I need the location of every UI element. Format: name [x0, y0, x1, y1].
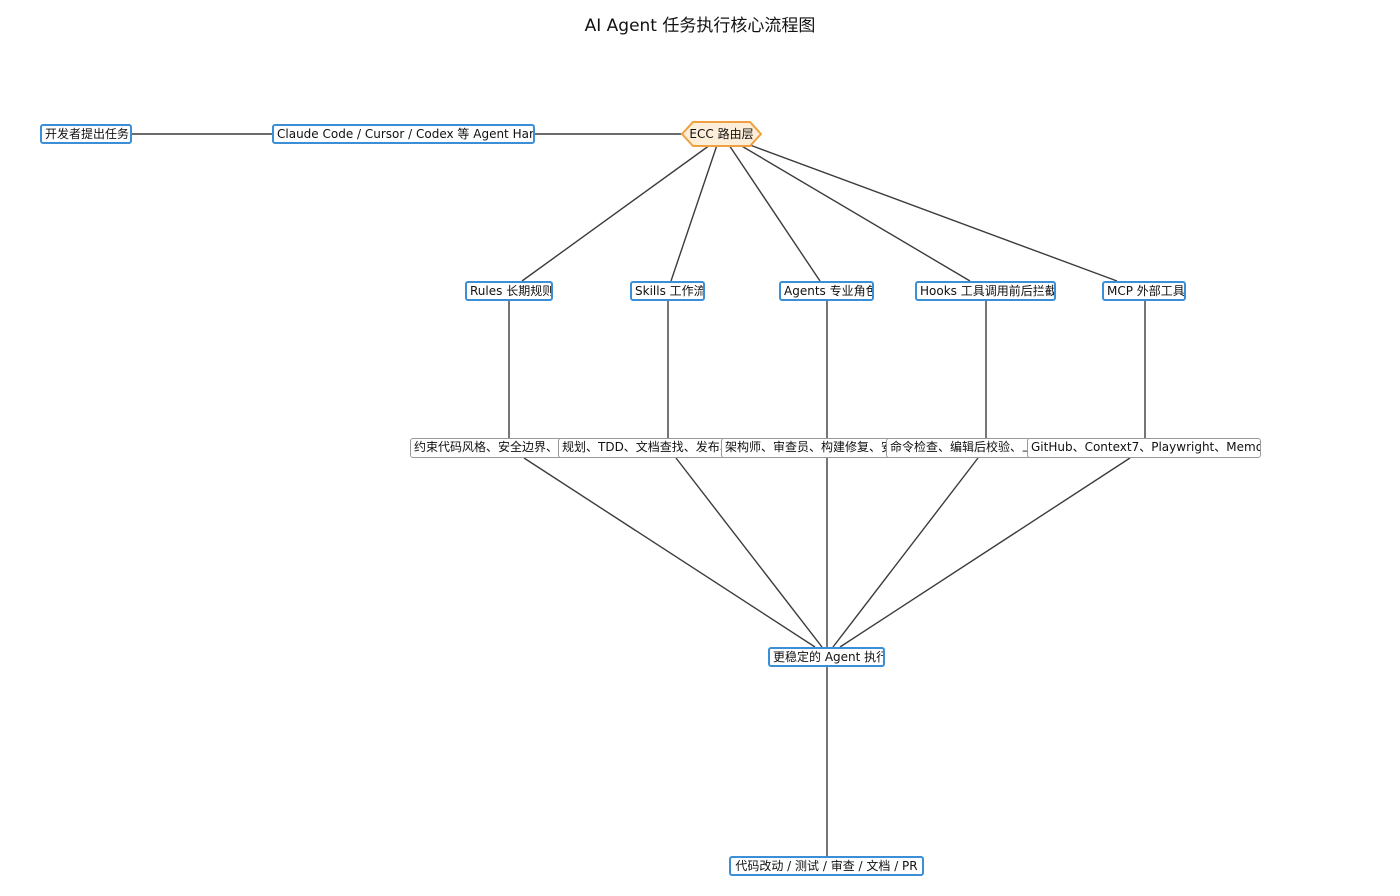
- edge-mcp-detail-stable: [839, 457, 1131, 648]
- node-agent-harness: Claude Code / Cursor / Codex 等 Agent Har…: [272, 124, 535, 144]
- node-developer-task: 开发者提出任务: [40, 124, 132, 144]
- edge-ecc-mcp: [749, 144, 1118, 282]
- node-rules: Rules 长期规则: [465, 281, 553, 301]
- node-skills-detail: 规划、TDD、文档查找、发布、: [558, 438, 730, 458]
- ecc-router-shape: [680, 121, 763, 147]
- edge-skills-detail-stable: [675, 457, 823, 648]
- edge-ecc-skills: [670, 144, 718, 282]
- node-agents: Agents 专业角色: [779, 281, 874, 301]
- node-mcp-detail: GitHub、Context7、Playwright、Memory 等: [1027, 438, 1261, 458]
- diagram-title: AI Agent 任务执行核心流程图: [584, 16, 816, 36]
- node-ecc-router: ECC 路由层: [689, 127, 754, 141]
- node-output: 代码改动 / 测试 / 审查 / 文档 / PR: [729, 856, 924, 876]
- node-hooks: Hooks 工具调用前后拦截: [915, 281, 1056, 301]
- node-rules-detail: 约束代码风格、安全边界、: [410, 438, 570, 458]
- edge-ecc-hooks: [739, 144, 971, 282]
- node-skills: Skills 工作流: [630, 281, 705, 301]
- node-hooks-detail: 命令检查、编辑后校验、上: [886, 438, 1036, 458]
- edge-hooks-detail-stable: [832, 457, 979, 648]
- edge-ecc-agents: [728, 144, 821, 282]
- node-stable-execution: 更稳定的 Agent 执行: [768, 647, 885, 667]
- node-mcp: MCP 外部工具: [1102, 281, 1186, 301]
- edge-ecc-rules: [521, 144, 711, 282]
- node-agents-detail: 架构师、审查员、构建修复、安: [721, 438, 893, 458]
- edge-rules-detail-stable: [523, 457, 816, 648]
